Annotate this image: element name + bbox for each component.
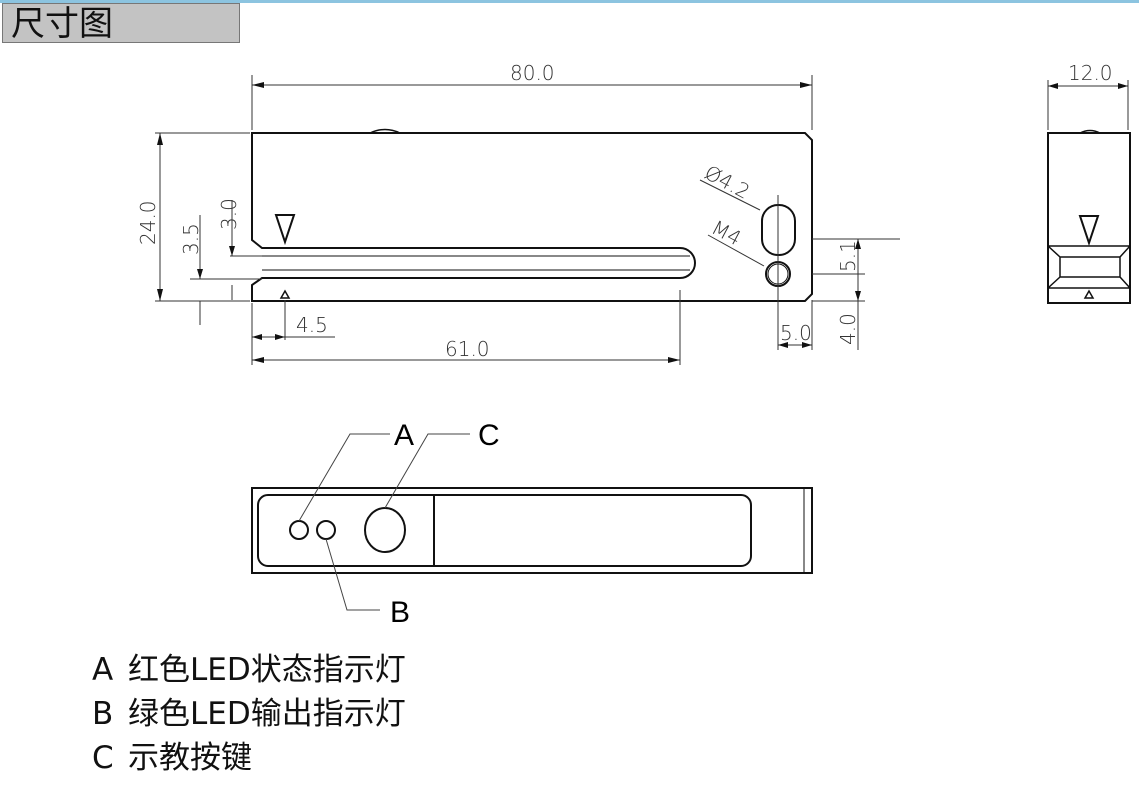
dim-4-5: 4.5 [296, 313, 328, 337]
page-title: 尺寸图 [2, 3, 240, 44]
top-border [0, 0, 1139, 3]
dim-slot-length: 61.0 [445, 337, 490, 361]
legend-item: B 绿色LED输出指示灯 [92, 692, 406, 736]
dim-4-0: 4.0 [836, 313, 860, 345]
dim-length: 80.0 [510, 61, 555, 85]
dim-thread: M4 [708, 215, 746, 250]
green-led-indicator [316, 520, 336, 540]
legend-text: 绿色LED输出指示灯 [128, 696, 406, 732]
red-led-indicator [289, 520, 309, 540]
legend-item: C 示教按键 [92, 736, 406, 780]
dim-5-1: 5.1 [836, 240, 860, 272]
front-view [251, 128, 813, 302]
legend-key: A [92, 652, 114, 688]
dim-3-0: 3.0 [217, 198, 241, 230]
legend-text: 示教按键 [128, 740, 252, 776]
legend-item: A 红色LED状态指示灯 [92, 648, 406, 692]
legend-text: 红色LED状态指示灯 [128, 652, 406, 688]
dim-3-5: 3.5 [179, 223, 203, 255]
dim-5-0: 5.0 [780, 321, 812, 345]
dim-height: 24.0 [136, 200, 160, 245]
callout-b: B [390, 596, 410, 629]
legend-key: C [92, 740, 114, 776]
top-view [251, 487, 813, 574]
dim-width: 12.0 [1068, 61, 1113, 85]
dim-hole-diameter: Ø4.2 [701, 160, 754, 204]
side-view [1047, 129, 1131, 304]
legend-key: B [92, 696, 114, 732]
callout-c: C [478, 419, 500, 452]
legend: A 红色LED状态指示灯 B 绿色LED输出指示灯 C 示教按键 [92, 648, 406, 780]
callout-a: A [394, 419, 414, 452]
teach-button [364, 507, 406, 553]
